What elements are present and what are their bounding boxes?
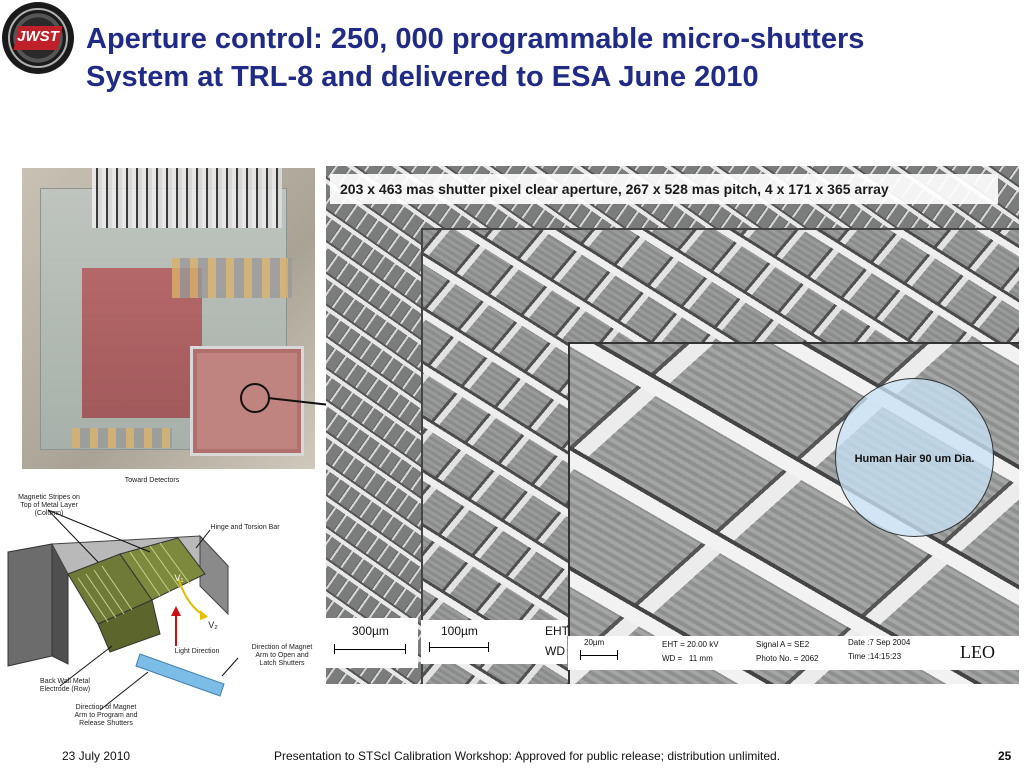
human-hair-label: Human Hair 90 um Dia. <box>854 453 975 465</box>
human-hair-circle: Human Hair 90 um Dia. <box>835 378 994 537</box>
sem-wd-label: WD <box>545 644 565 658</box>
sem-eht-value: EHT = 20.00 kV <box>662 640 719 649</box>
sem-time: Time :14:15:23 <box>848 652 902 661</box>
detail-marker-circle <box>240 383 270 413</box>
sem-info-bar: 20µm EHT = 20.00 kV WD = 11 mm Signal A … <box>568 636 1019 670</box>
label-magnet-program: Direction of Magnet Arm to Program and R… <box>74 704 138 727</box>
diagram-drawing <box>7 509 239 711</box>
jwst-logo: JWST <box>2 2 74 74</box>
sem-wd-value: WD = 11 mm <box>662 654 713 663</box>
footer-disclaimer: Presentation to STScI Calibration Worksh… <box>274 749 781 763</box>
scalebar-100um-label: 100µm <box>441 624 478 638</box>
sem-photo-no: Photo No. = 2062 <box>756 654 819 663</box>
sem-eht-label: EHT <box>545 624 569 638</box>
scalebar-300um: 300µm <box>326 618 418 668</box>
sem-micrograph-composite: 203 x 463 mas shutter pixel clear apertu… <box>326 166 1019 684</box>
label-light-direction: Light Direction <box>174 648 220 655</box>
label-hinge-torsion-bar: Hinge and Torsion Bar <box>210 524 280 531</box>
label-v2: V₂ <box>208 620 218 630</box>
label-magnetic-stripes: Magnetic Stripes on Top of Metal Layer (… <box>18 494 80 517</box>
sem-signal: Signal A = SE2 <box>756 640 810 649</box>
page-number: 25 <box>998 749 1012 763</box>
scalebar-300um-label: 300µm <box>352 624 389 638</box>
label-toward-detectors: Toward Detectors <box>124 477 180 484</box>
label-magnet-open: Direction of Magnet Arm to Open and Latc… <box>251 644 313 667</box>
msa-assembly-photo <box>22 168 315 469</box>
scalebar-100um: 100µm EHT WD <box>421 620 569 664</box>
title-line-2: System at TRL-8 and delivered to ESA Jun… <box>86 61 759 93</box>
sem-caption: 203 x 463 mas shutter pixel clear apertu… <box>330 174 998 204</box>
title-line-1: Aperture control: 250, 000 programmable … <box>86 23 865 55</box>
micro-shutter-diagram: Toward Detectors Magnetic Stripes on Top… <box>0 474 326 734</box>
label-v1: V₁ <box>174 573 184 583</box>
leo-logo: LEO <box>960 642 995 662</box>
scalebar-20um-label: 20µm <box>584 638 605 647</box>
sem-date: Date :7 Sep 2004 <box>848 638 911 647</box>
label-back-wall: Back Wall Metal Electrode (Row) <box>39 678 91 693</box>
slide-title: Aperture control: 250, 000 programmable … <box>86 20 1016 96</box>
footer-date: 23 July 2010 <box>62 749 131 763</box>
